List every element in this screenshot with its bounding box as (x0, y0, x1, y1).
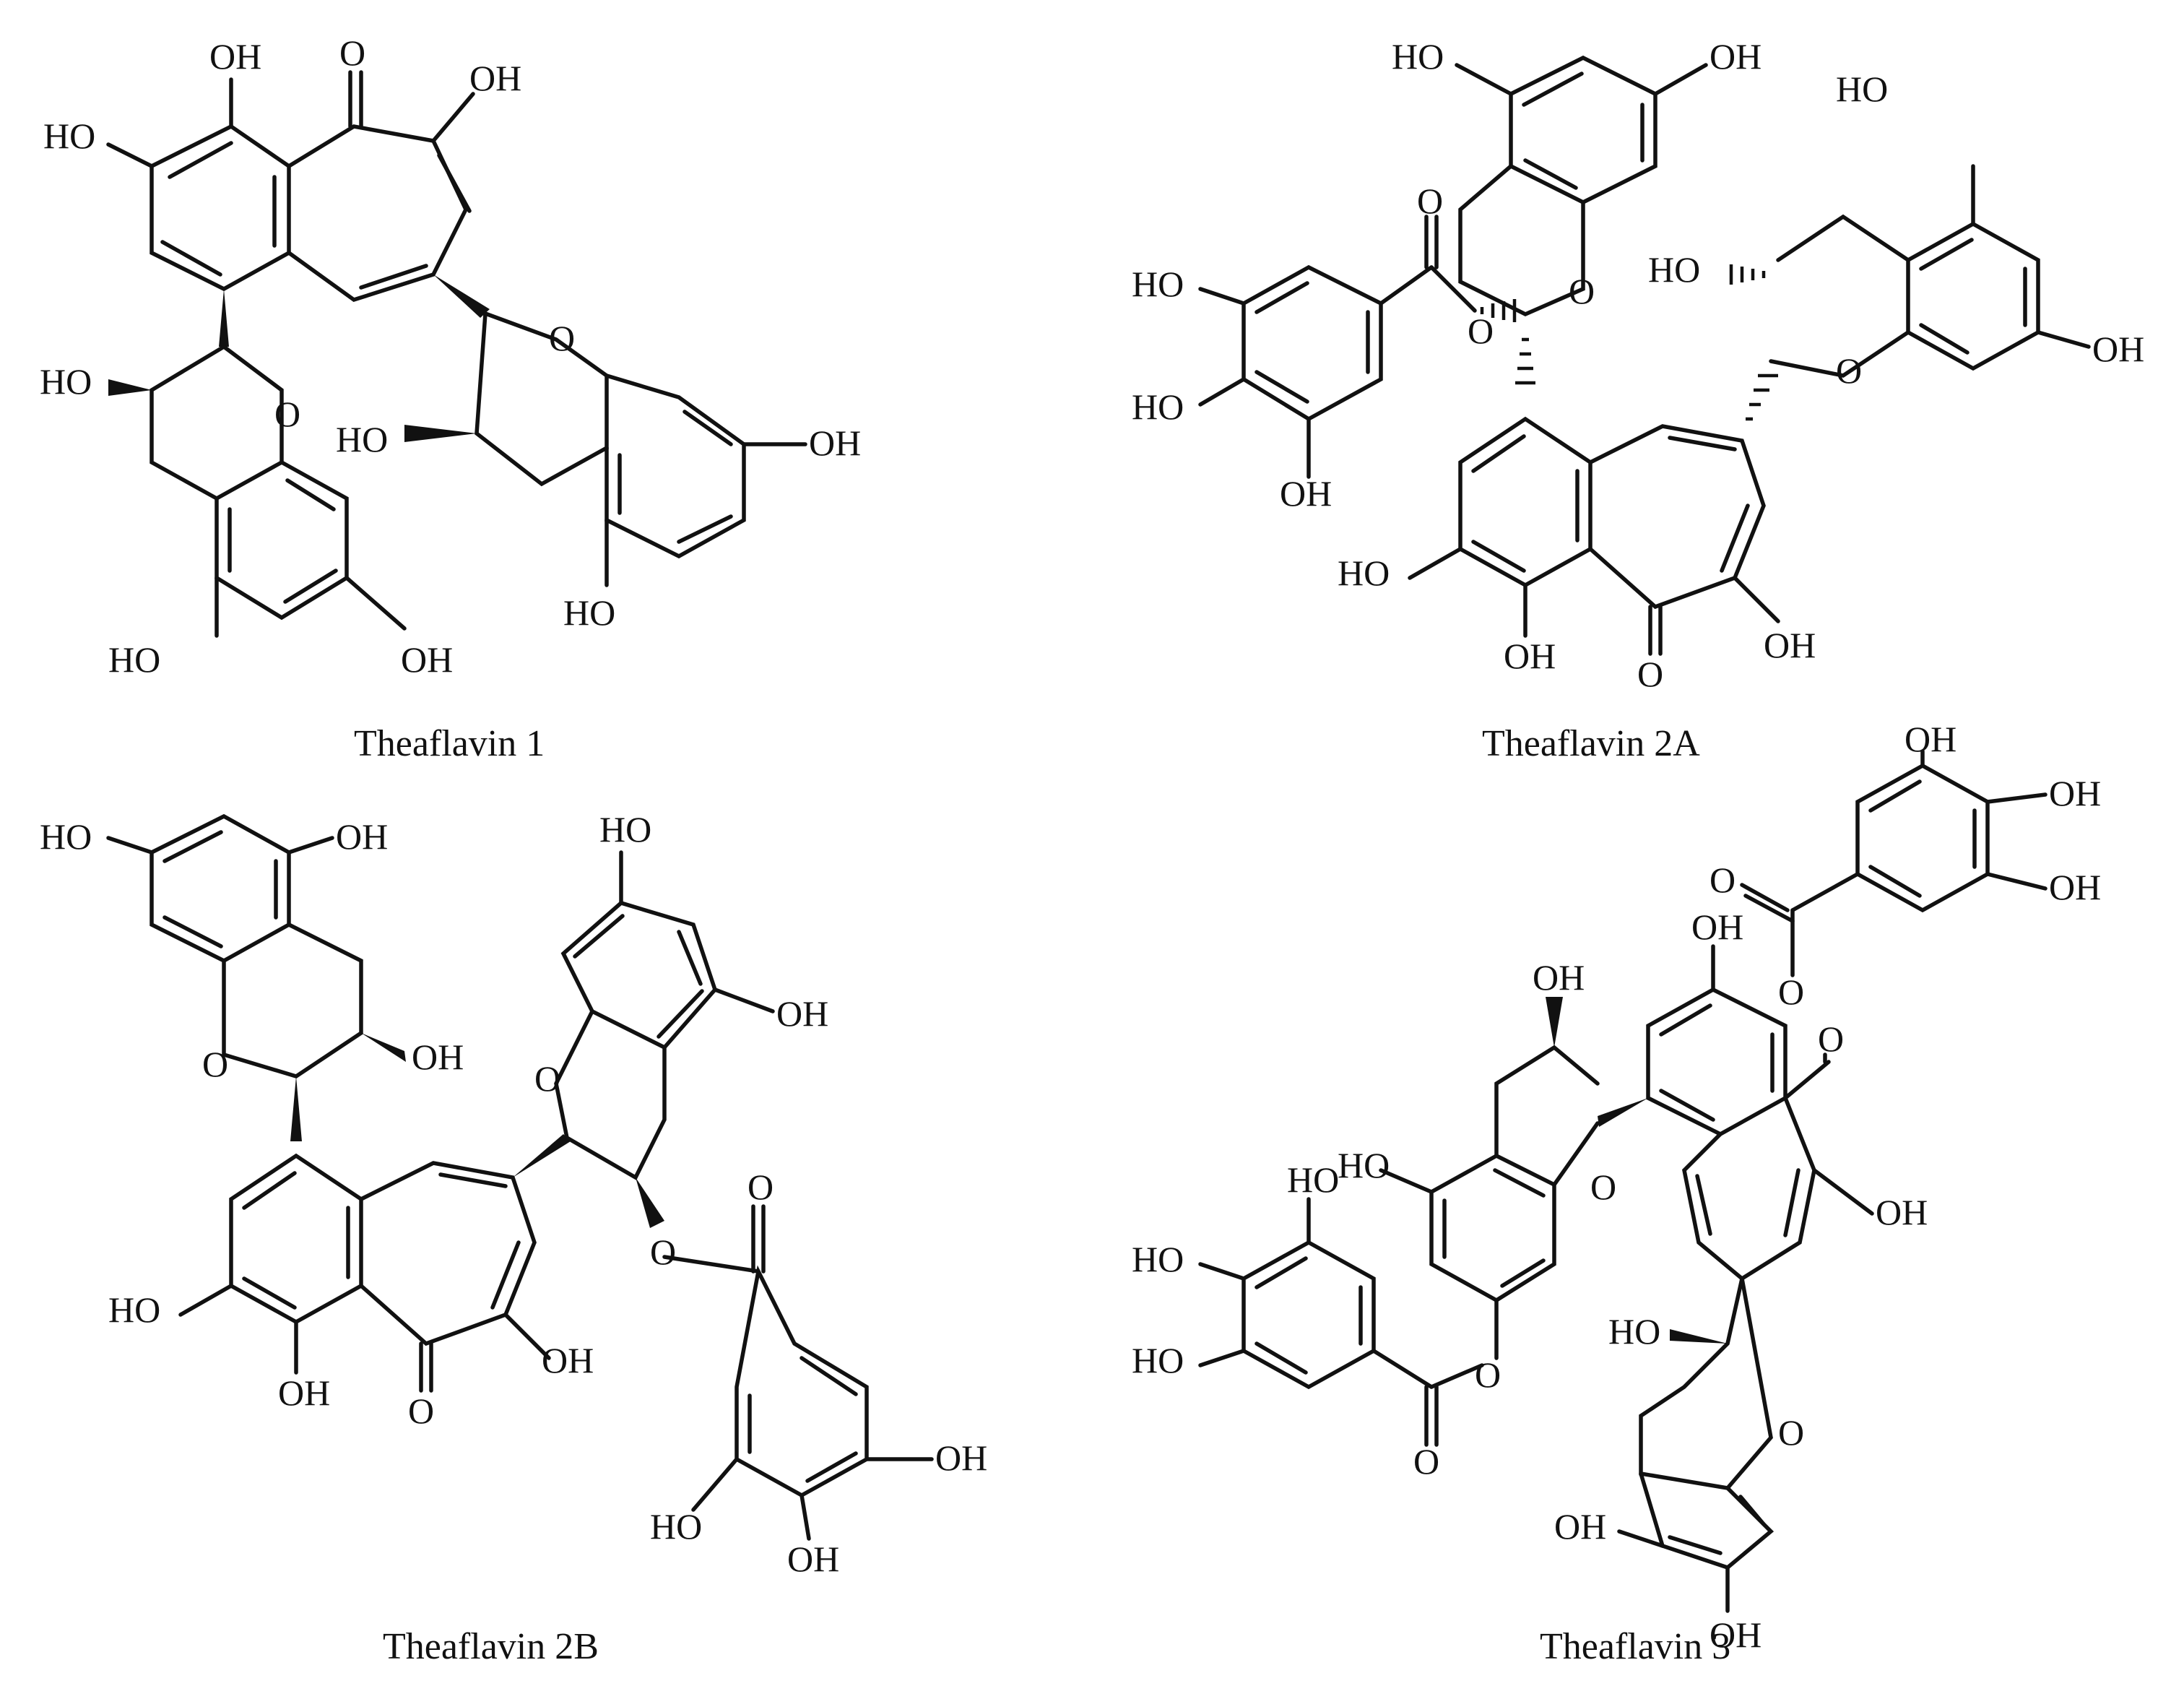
ring-c-left (150, 344, 284, 501)
atom-label: O (202, 1044, 228, 1084)
atom-label: O (1417, 181, 1443, 221)
atom-label: O (1778, 1412, 1804, 1453)
atom-label: O (408, 1391, 434, 1431)
atom-label: HO (40, 361, 92, 402)
atom-label: HO (1132, 1239, 1184, 1279)
atom-label: OH (401, 639, 453, 680)
atom-label: OH (469, 58, 521, 98)
caption-theaflavin-2a: Theaflavin 2A (1482, 723, 1700, 764)
atom-label: OH (1764, 625, 1816, 665)
theaflavin-1-diagram: OH O OH HO HO O O HO HO OH HO OH HO OH (40, 33, 861, 680)
atom-label: O (748, 1167, 774, 1207)
theaflavin-2a-diagram: HO OH O HO O O HO HO O OH HO OH HO OH O … (1132, 36, 2144, 694)
atom-label: O (1468, 311, 1494, 351)
theaflavin-3-diagram: OH OH OH O OH O OH O HO OH O HO HO HO O … (1132, 722, 2101, 1655)
atom-label: O (1778, 972, 1804, 1012)
atom-label: OH (1904, 722, 1956, 759)
atom-label: O (1710, 860, 1736, 900)
atom-label: HO (1287, 1159, 1339, 1200)
atom-label: HO (40, 816, 92, 857)
atom-label: O (1590, 1167, 1616, 1207)
atom-label: OH (412, 1037, 464, 1077)
atom-label: HO (336, 419, 388, 459)
atom-label: HO (650, 1506, 702, 1547)
atom-label: HO (1132, 264, 1184, 304)
structure-theaflavin-3: OH OH OH O OH O OH O HO OH O HO HO HO O … (1092, 722, 2184, 1686)
atom-label: O (549, 318, 575, 358)
atom-label: HO (1132, 386, 1184, 427)
structure-theaflavin-2a: HO OH O HO O O HO HO O OH HO OH HO OH O … (1092, 0, 2184, 795)
ring-tropolone (287, 124, 469, 303)
atom-label: O (534, 1058, 560, 1099)
atom-label: HO (599, 809, 651, 850)
atom-label: OH (336, 816, 388, 857)
atom-label: O (339, 33, 365, 73)
atom-label: O (1475, 1354, 1501, 1395)
atom-label: HO (1392, 36, 1444, 77)
atom-label: OH (209, 36, 261, 77)
atom-label: HO (108, 639, 160, 680)
atom-label: O (1836, 350, 1862, 391)
caption-theaflavin-1: Theaflavin 1 (354, 723, 545, 764)
atom-label: HO (1648, 249, 1700, 290)
atom-label: OH (1533, 957, 1585, 998)
caption-theaflavin-3: Theaflavin 3 (1540, 1626, 1731, 1667)
caption-theaflavin-2b: Theaflavin 2B (383, 1626, 599, 1667)
ring-c-right (474, 311, 609, 487)
atom-label: O (274, 394, 300, 434)
atom-label: OH (2049, 773, 2101, 813)
atom-label: OH (809, 423, 861, 463)
atom-label: OH (1504, 636, 1556, 676)
theaflavin-2b-diagram: HO OH HO OH O OH O O O HO OH O OH OH HO … (40, 809, 987, 1579)
atom-label: HO (1338, 1145, 1390, 1185)
structure-theaflavin-1: OH O OH HO HO O O HO HO OH HO OH HO OH T… (0, 0, 1092, 795)
atom-label: OH (1280, 473, 1332, 514)
atom-label: OH (2092, 329, 2144, 369)
atom-label: HO (563, 592, 615, 633)
atom-label: OH (542, 1340, 594, 1380)
atom-label: OH (278, 1372, 330, 1413)
atom-label: HO (1836, 69, 1888, 109)
ring-e-right (604, 373, 746, 559)
atom-label: O (1818, 1019, 1844, 1059)
atom-label: HO (43, 116, 95, 156)
atom-label: OH (1691, 907, 1743, 947)
atom-label: HO (1608, 1311, 1660, 1352)
atom-label: HO (1338, 553, 1390, 593)
atom-label: OH (1710, 1614, 1762, 1655)
atom-label: HO (108, 1289, 160, 1330)
atom-label: O (1637, 654, 1663, 694)
atom-label: HO (1132, 1340, 1184, 1380)
atom-label: OH (2049, 867, 2101, 907)
ring-e-left (214, 460, 349, 621)
atom-label: OH (935, 1438, 987, 1478)
atom-label: OH (1554, 1506, 1606, 1547)
atom-label: O (650, 1232, 676, 1272)
structure-theaflavin-2b: HO OH HO OH O OH O O O HO OH O OH OH HO … (0, 795, 1092, 1686)
atom-label: OH (1876, 1192, 1928, 1232)
atom-label: OH (776, 993, 828, 1034)
atom-label: OH (787, 1539, 839, 1579)
atom-label: O (1569, 271, 1595, 311)
atom-label: O (1413, 1441, 1439, 1482)
atom-label: OH (1710, 36, 1762, 77)
